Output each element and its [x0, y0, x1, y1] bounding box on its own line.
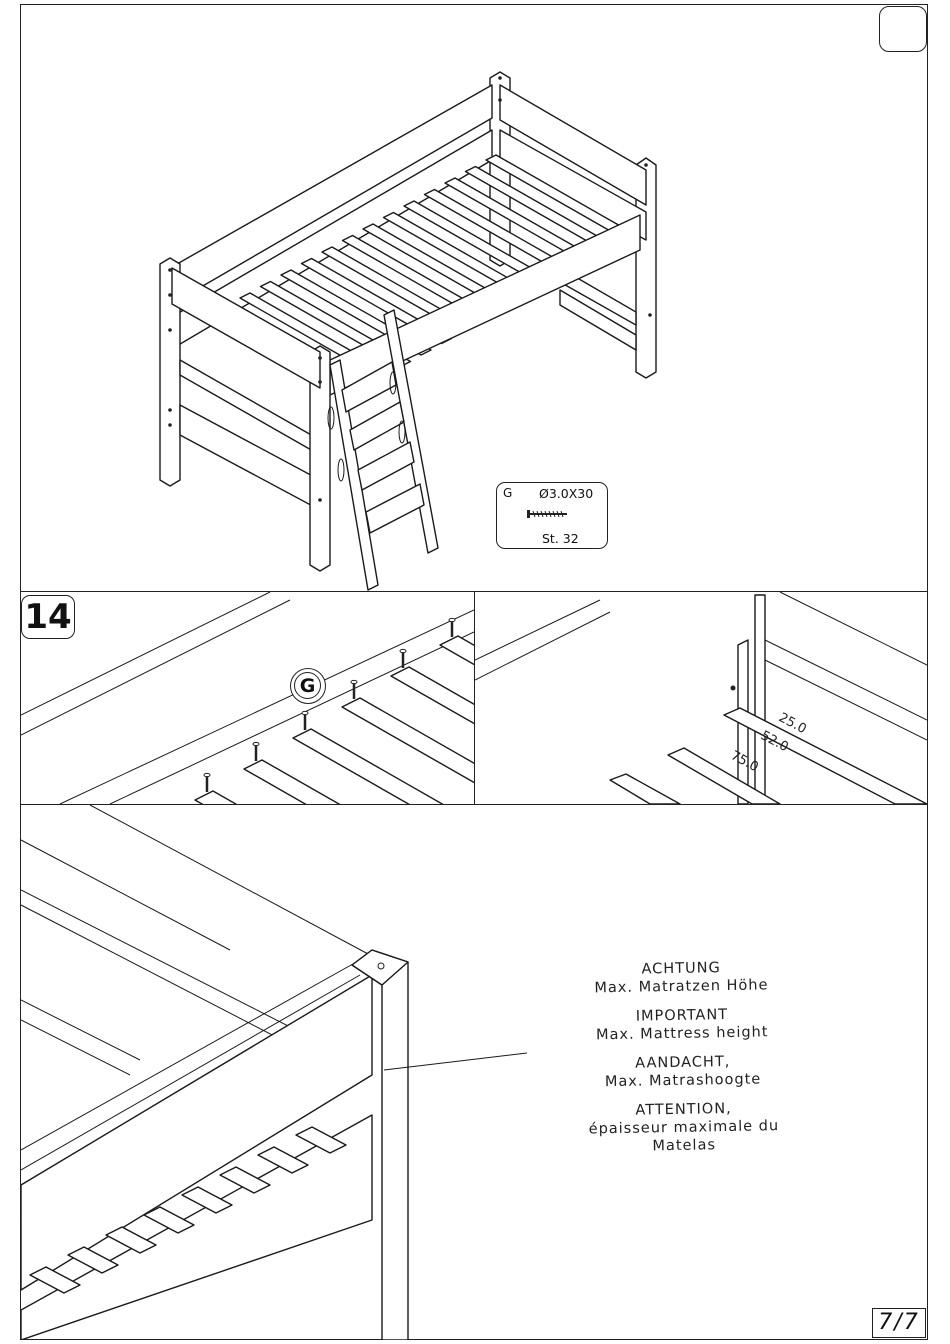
- hardware-callout: G: [290, 668, 326, 704]
- screw-icon: [400, 649, 406, 668]
- warning-text: Max. Matratzen Höhe: [556, 976, 806, 998]
- mattress-warnings: ACHTUNG Max. Matratzen Höhe IMPORTANT Ma…: [556, 958, 810, 1168]
- warning-de: ACHTUNG Max. Matratzen Höhe: [556, 958, 807, 998]
- warning-fr: ATTENTION, épaisseur maximale du Matelas: [558, 1099, 809, 1157]
- slat-spacing-detail-illustration: 25.0 52.0 75.0: [475, 592, 927, 804]
- hardware-callout-letter: G: [294, 672, 321, 699]
- warning-en: IMPORTANT Max. Mattress height: [557, 1005, 808, 1045]
- hardware-size: Ø3.0X30: [539, 486, 593, 501]
- screw-icon: [204, 773, 210, 792]
- warning-text: Max. Mattress height: [557, 1023, 807, 1045]
- screw-icon: [449, 618, 455, 637]
- screw-icon: [527, 509, 569, 519]
- hardware-box: G Ø3.0X30 St. 32: [496, 482, 608, 549]
- page-number: 7/7: [872, 1308, 926, 1338]
- screw-icon: [253, 742, 259, 761]
- screw-icon: [302, 711, 308, 730]
- warning-text: Max. Matrashoogte: [558, 1070, 808, 1092]
- hardware-letter: G: [503, 486, 512, 500]
- hardware-quantity: St. 32: [542, 531, 579, 546]
- slat-screw-detail-illustration: [21, 592, 474, 804]
- warning-nl: AANDACHT, Max. Matrashoogte: [558, 1052, 809, 1092]
- bed-overview-illustration: [21, 5, 927, 591]
